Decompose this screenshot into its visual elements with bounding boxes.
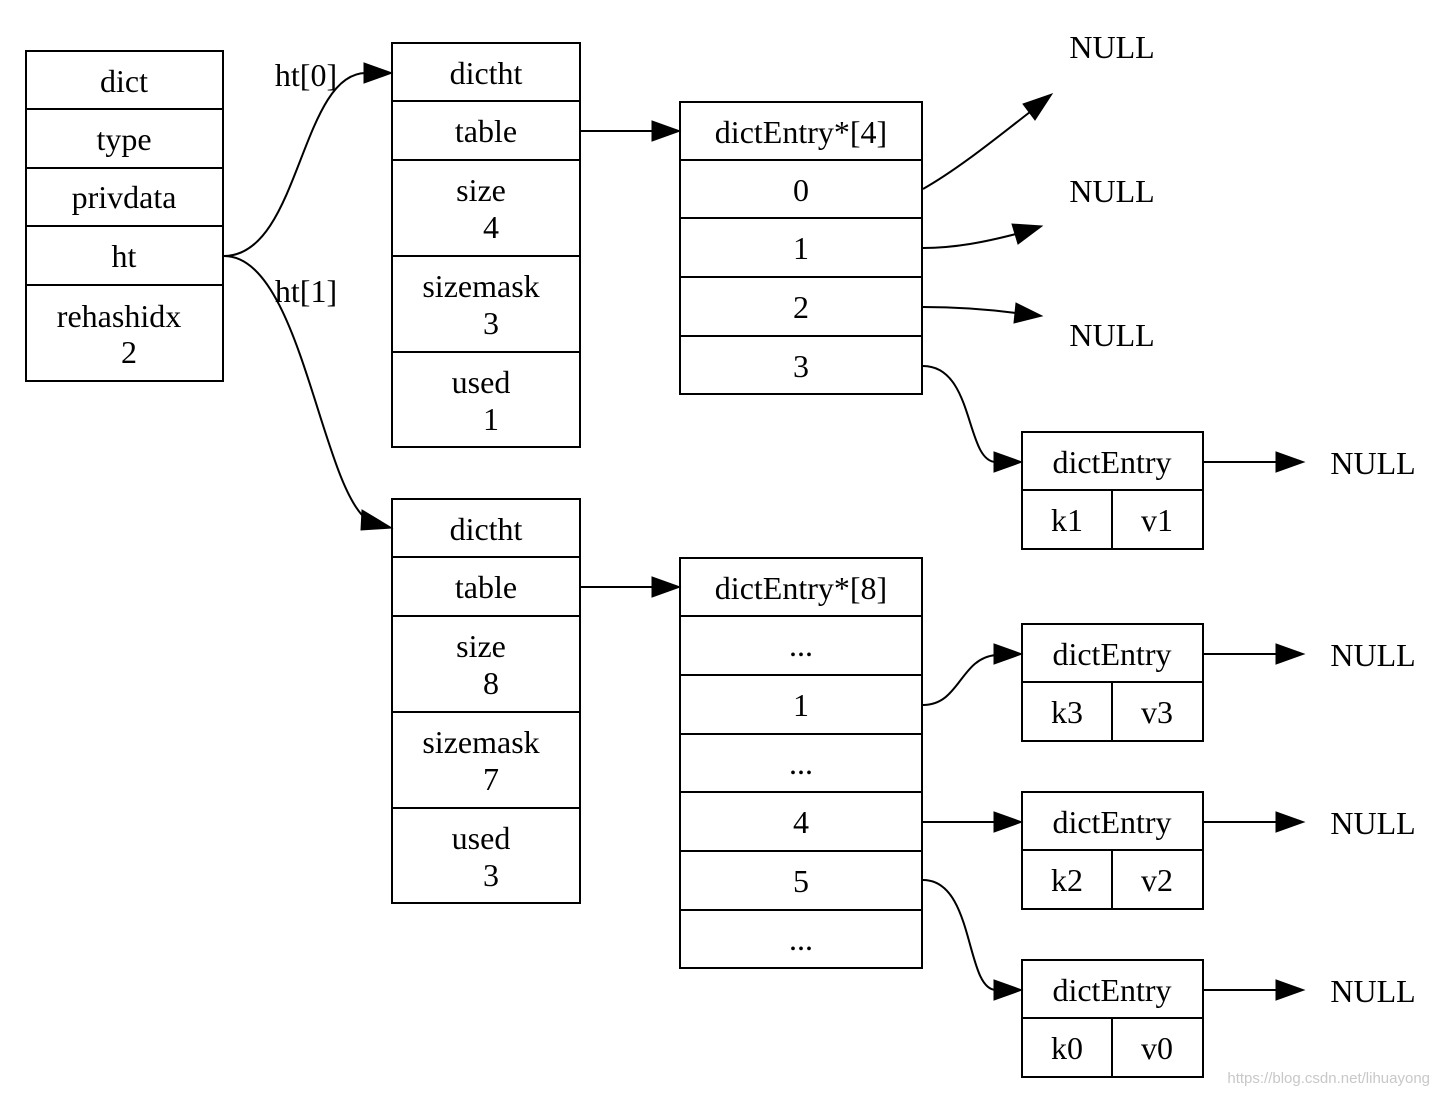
dictht-0-used-label: used xyxy=(452,364,511,400)
dict-entry-key: k1 xyxy=(1051,502,1083,538)
dict-entry-value: v0 xyxy=(1141,1030,1173,1066)
dict-entry-k3: dictEntry k3 v3 xyxy=(1021,623,1204,742)
table-array-8-slot: ... xyxy=(789,921,813,957)
dictht-0-node: dictht table size 4 sizemask 3 used 1 xyxy=(391,42,581,448)
table-array-8-slot: ... xyxy=(789,745,813,781)
null-label: NULL xyxy=(1330,445,1415,481)
arrow-head xyxy=(1275,643,1306,665)
arrow-head xyxy=(363,62,394,84)
table-array-8-title: dictEntry*[8] xyxy=(715,570,887,606)
arrow-head xyxy=(993,643,1024,665)
dictht-1-node: dictht table size 8 sizemask 7 used 3 xyxy=(391,498,581,904)
dict-field-type: type xyxy=(96,121,151,157)
table-array-8-slot: 4 xyxy=(793,804,809,840)
edge-label-ht1: ht[1] xyxy=(275,273,337,309)
table-array-4: dictEntry*[4] 0 1 2 3 xyxy=(679,101,923,395)
edge-arrow xyxy=(922,365,997,463)
dictht-1-used-value: 3 xyxy=(483,857,499,893)
arrow-head xyxy=(1275,451,1306,473)
edge-arrow xyxy=(223,255,367,520)
table-array-8: dictEntry*[8] ... 1 ... 4 5 ... xyxy=(679,557,923,969)
arrow-head xyxy=(993,451,1024,473)
table-array-4-slot: 2 xyxy=(793,289,809,325)
arrow-head xyxy=(1275,979,1306,1001)
null-label: NULL xyxy=(1330,973,1415,1009)
dictht-1-sizemask-value: 7 xyxy=(483,761,499,797)
dict-entry-key: k0 xyxy=(1051,1030,1083,1066)
dictht-0-size-value: 4 xyxy=(483,209,499,245)
dictht-0-used-value: 1 xyxy=(483,401,499,437)
dict-entry-value: v3 xyxy=(1141,694,1173,730)
dictht-1-size-label: size xyxy=(456,628,506,664)
edge-arrow xyxy=(922,233,1017,249)
dict-entry-title: dictEntry xyxy=(1052,972,1171,1008)
edge-arrow xyxy=(922,654,997,706)
edge-label-ht0: ht[0] xyxy=(275,57,337,93)
dictht-1-used-label: used xyxy=(452,820,511,856)
arrow-head xyxy=(1275,811,1306,833)
arrow-head xyxy=(993,979,1024,1001)
edge-arrow xyxy=(922,879,997,991)
dictht-0-title: dictht xyxy=(450,55,523,91)
watermark: https://blog.csdn.net/lihuayong xyxy=(1227,1070,1430,1087)
table-array-8-slot: 1 xyxy=(793,687,809,723)
table-array-4-slot: 0 xyxy=(793,172,809,208)
dictht-0-sizemask-label: sizemask xyxy=(422,268,539,304)
dict-node: dict type privdata ht rehashidx 2 xyxy=(25,50,224,382)
dict-title: dict xyxy=(100,63,148,99)
table-array-4-slot: 3 xyxy=(793,348,809,384)
dict-entry-k0: dictEntry k0 v0 xyxy=(1021,959,1204,1078)
dict-entry-value: v2 xyxy=(1141,862,1173,898)
dictht-1-table: table xyxy=(455,569,517,605)
dictht-0-table: table xyxy=(455,113,517,149)
dict-field-privdata: privdata xyxy=(72,179,177,215)
arrow-head xyxy=(651,576,682,598)
dict-rehashidx-value: 2 xyxy=(121,334,137,370)
null-label: NULL xyxy=(1330,637,1415,673)
null-label: NULL xyxy=(1069,29,1154,65)
table-array-8-slot: ... xyxy=(789,627,813,663)
dictht-1-title: dictht xyxy=(450,511,523,547)
dict-entry-title: dictEntry xyxy=(1052,444,1171,480)
null-label: NULL xyxy=(1069,173,1154,209)
null-label: NULL xyxy=(1330,805,1415,841)
dict-field-ht: ht xyxy=(112,238,137,274)
dictht-1-size-value: 8 xyxy=(483,665,499,701)
table-array-4-slot: 1 xyxy=(793,230,809,266)
arrow-head xyxy=(993,811,1024,833)
dict-entry-k2: dictEntry k2 v2 xyxy=(1021,791,1204,910)
dictht-0-sizemask-value: 3 xyxy=(483,305,499,341)
dictht-1-sizemask-label: sizemask xyxy=(422,724,539,760)
null-label: NULL xyxy=(1069,317,1154,353)
arrow-head xyxy=(1011,223,1044,245)
edge-arrow xyxy=(922,306,1017,314)
edge-arrow xyxy=(922,111,1031,190)
dict-entry-key: k3 xyxy=(1051,694,1083,730)
dict-rehashidx-label: rehashidx xyxy=(57,298,181,334)
edge-arrow xyxy=(223,72,367,257)
dict-entry-title: dictEntry xyxy=(1052,804,1171,840)
arrow-head xyxy=(1013,302,1044,324)
dict-entry-title: dictEntry xyxy=(1052,636,1171,672)
dict-entry-k1: dictEntry k1 v1 xyxy=(1021,431,1204,550)
arrow-head xyxy=(360,509,394,531)
table-array-8-slot: 5 xyxy=(793,863,809,899)
dict-entry-key: k2 xyxy=(1051,862,1083,898)
arrow-head xyxy=(1022,93,1054,121)
dict-entry-value: v1 xyxy=(1141,502,1173,538)
dictht-0-size-label: size xyxy=(456,172,506,208)
table-array-4-title: dictEntry*[4] xyxy=(715,114,887,150)
arrow-head xyxy=(651,120,682,142)
